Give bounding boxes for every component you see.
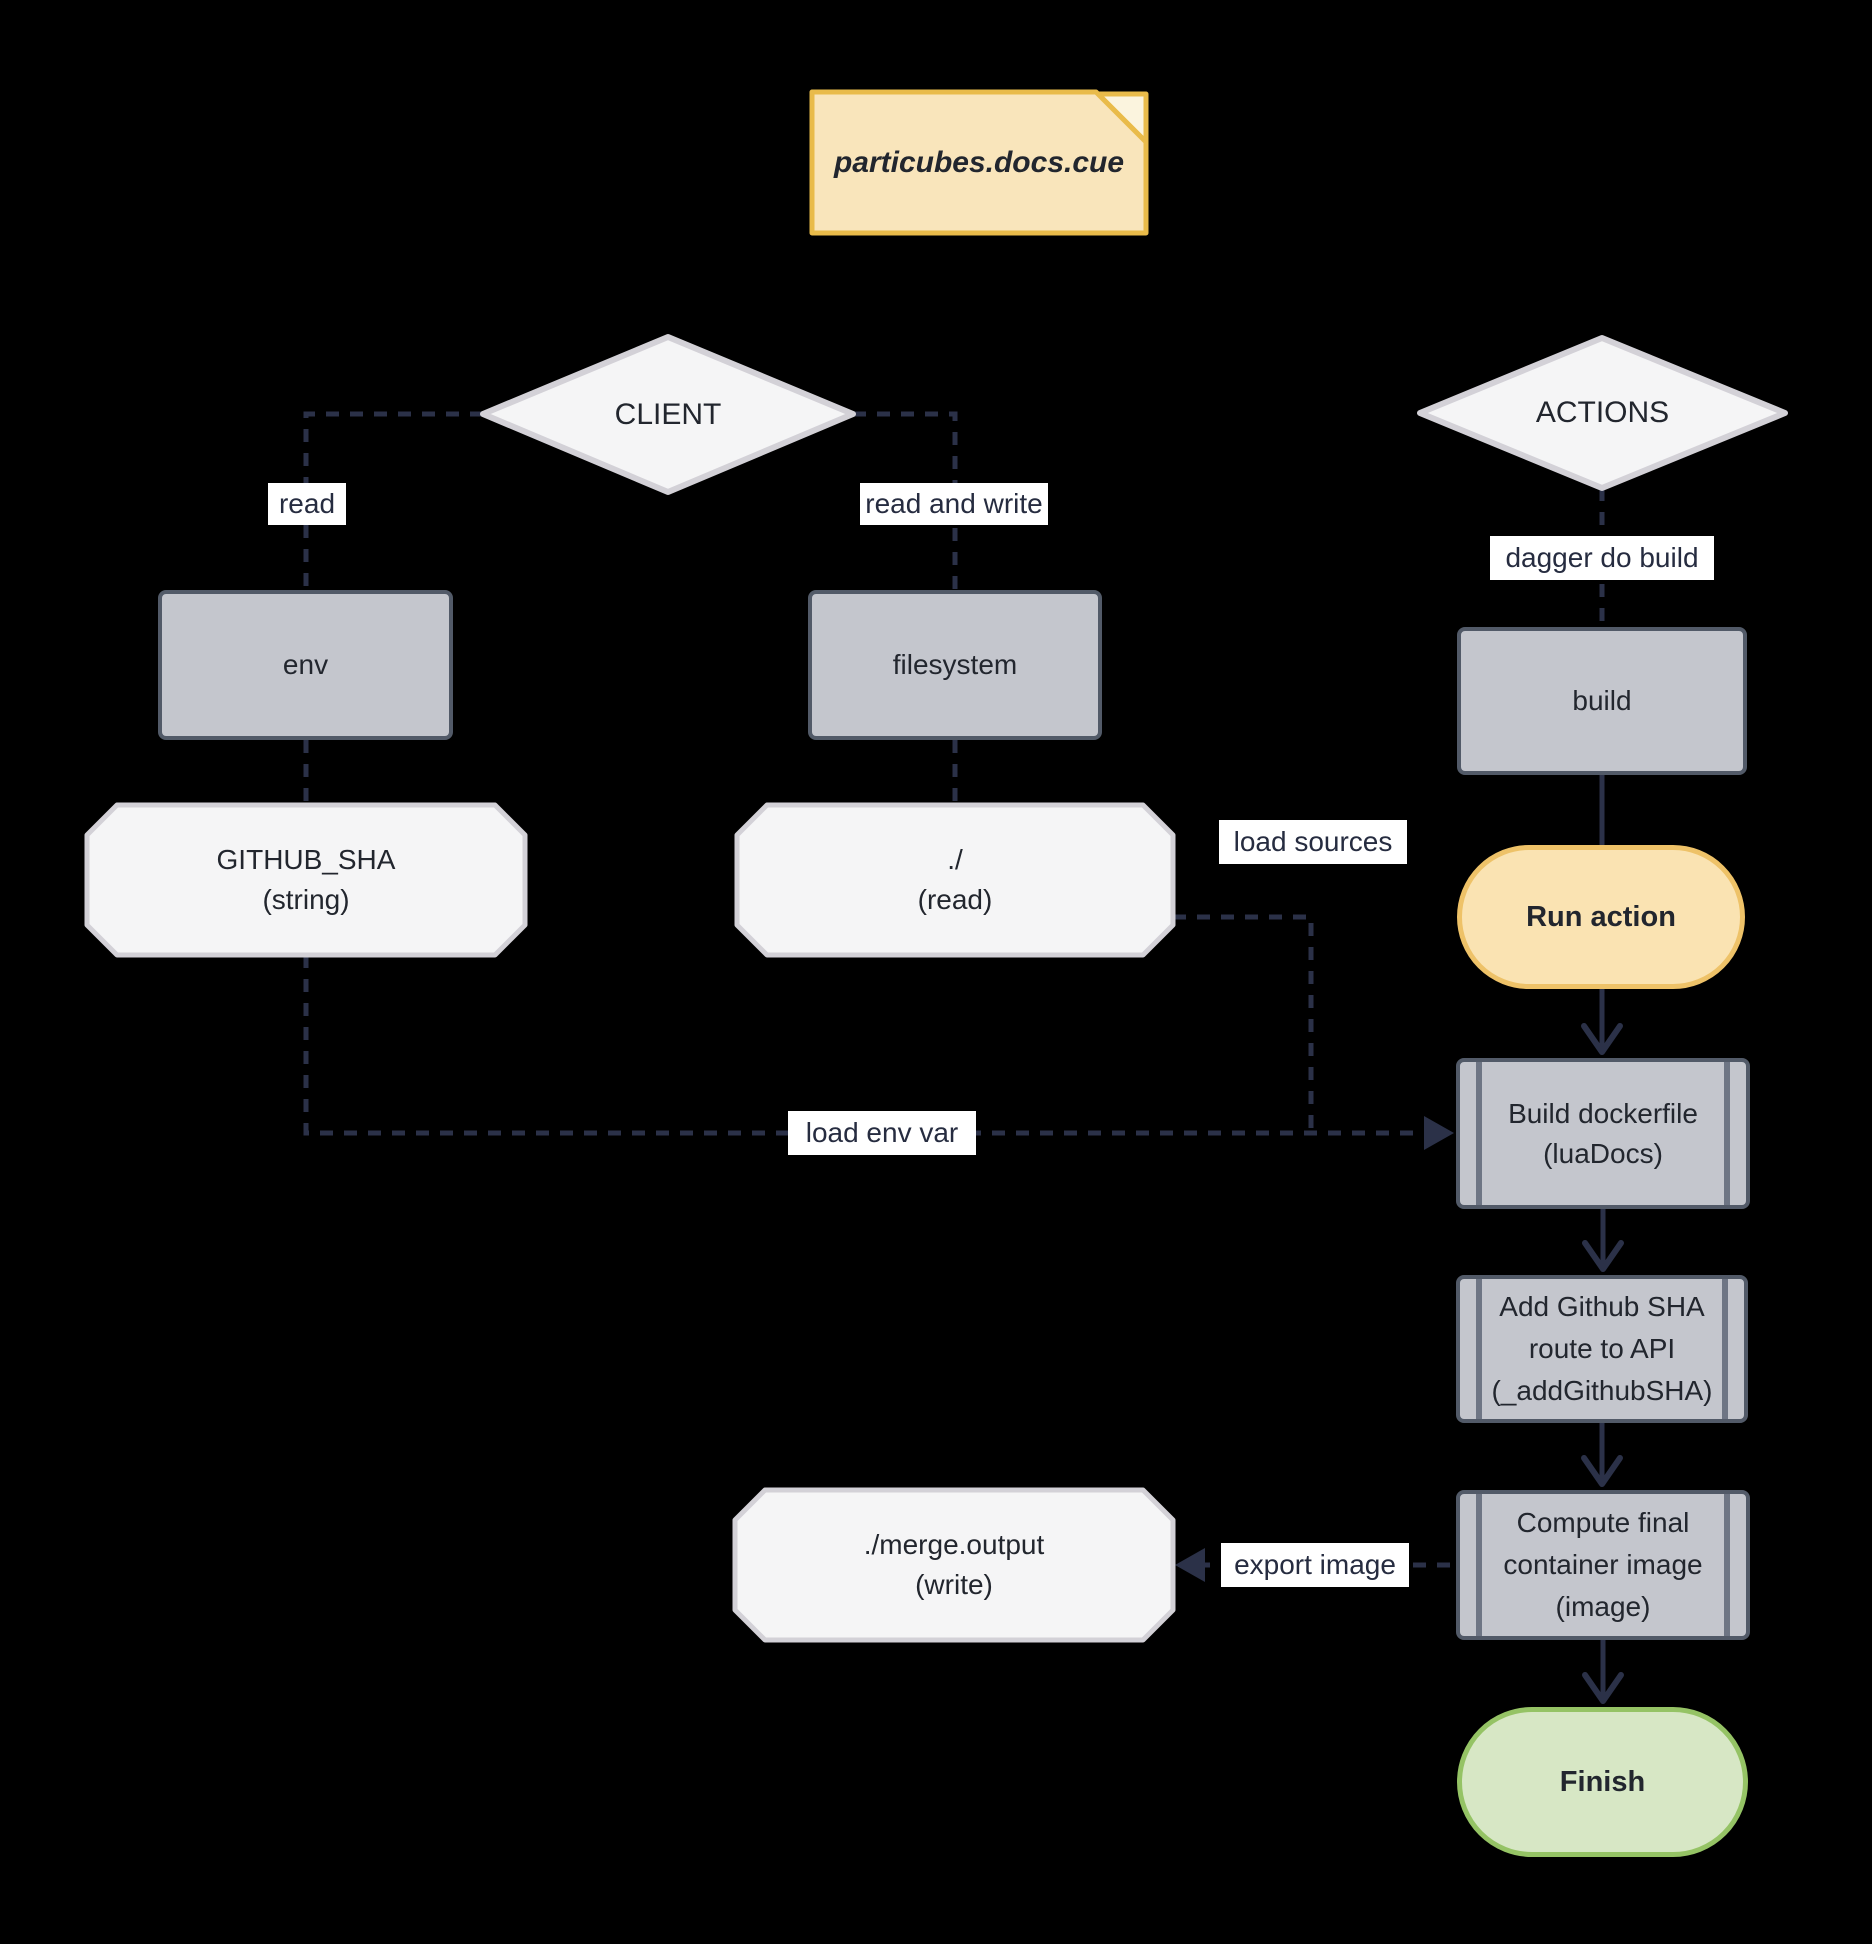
arrowhead-down-1 <box>1581 1023 1623 1055</box>
add-github-sha-node: Add Github SHA route to API (_addGithubS… <box>1456 1275 1748 1423</box>
arrowhead-down-2 <box>1582 1240 1624 1272</box>
arrowhead-into-merge-output <box>1175 1548 1205 1582</box>
note-title: particubes.docs.cue <box>833 145 1125 179</box>
merge-output-node-label: ./merge.output (write) <box>863 1529 1045 1600</box>
filesystem-node: filesystem <box>808 590 1102 740</box>
github-sha-octagon <box>84 802 528 958</box>
merge-output-octagon <box>732 1487 1176 1643</box>
run-action-node: Run action <box>1457 845 1745 989</box>
edge-label-read-and-write: read and write <box>860 483 1048 525</box>
finish-node: Finish <box>1457 1707 1748 1857</box>
edge-client-filesystem <box>853 411 958 590</box>
env-node: env <box>158 590 453 740</box>
edge-load-sources <box>1173 914 1314 1133</box>
client-diamond-label: CLIENT <box>614 397 722 431</box>
arrowhead-down-3 <box>1581 1455 1623 1487</box>
edge-label-read: read <box>268 483 346 525</box>
note-shape <box>809 89 1149 236</box>
edge-label-load-env-var: load env var <box>788 1111 976 1155</box>
arrowhead-down-4 <box>1582 1672 1624 1704</box>
compute-final-node: Compute final container image (image) <box>1456 1490 1750 1640</box>
edge-load-env-var <box>303 955 1428 1136</box>
client-diamond <box>480 334 856 495</box>
edge-label-export-image: export image <box>1221 1543 1409 1587</box>
github-sha-node-label: GITHUB_SHA (string) <box>216 844 396 915</box>
build-dockerfile-node: Build dockerfile (luaDocs) <box>1456 1058 1750 1209</box>
workdir-node-label: ./ (read) <box>917 844 993 915</box>
arrowhead-into-build-dockerfile <box>1424 1116 1454 1150</box>
edge-label-load-sources: load sources <box>1219 820 1407 864</box>
actions-diamond <box>1417 335 1788 491</box>
build-node: build <box>1457 627 1747 775</box>
edge-label-dagger-do-build: dagger do build <box>1490 536 1714 580</box>
actions-diamond-label: ACTIONS <box>1535 396 1670 429</box>
workdir-octagon <box>734 802 1176 958</box>
edge-client-env <box>303 411 483 590</box>
